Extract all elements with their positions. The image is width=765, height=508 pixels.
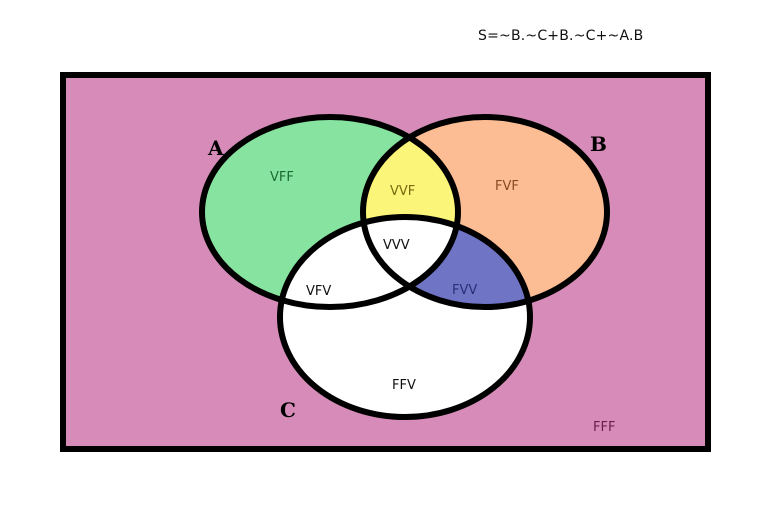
- all-three-fill: [363, 217, 458, 307]
- region-a-only-label: VFF: [270, 170, 294, 185]
- region-a-and-b-label: VVF: [390, 184, 415, 199]
- region-b-and-c-label: FVV: [452, 283, 477, 298]
- formula-text: S=~B.~C+B.~C+~A.B: [478, 28, 644, 44]
- set-c-outline: [277, 214, 533, 420]
- set-a-outline: [199, 114, 461, 310]
- region-all-three-label: VVV: [383, 238, 410, 253]
- set-a-label: A: [207, 136, 224, 160]
- set-b-outline: [360, 114, 610, 310]
- set-c-label: C: [280, 398, 296, 422]
- region-none-label: FFF: [593, 420, 615, 435]
- region-b-only-label: FVF: [495, 179, 519, 194]
- region-c-only-label: FFV: [392, 378, 416, 393]
- set-b-label: B: [590, 132, 607, 156]
- region-a-and-c-label: VFV: [306, 284, 331, 299]
